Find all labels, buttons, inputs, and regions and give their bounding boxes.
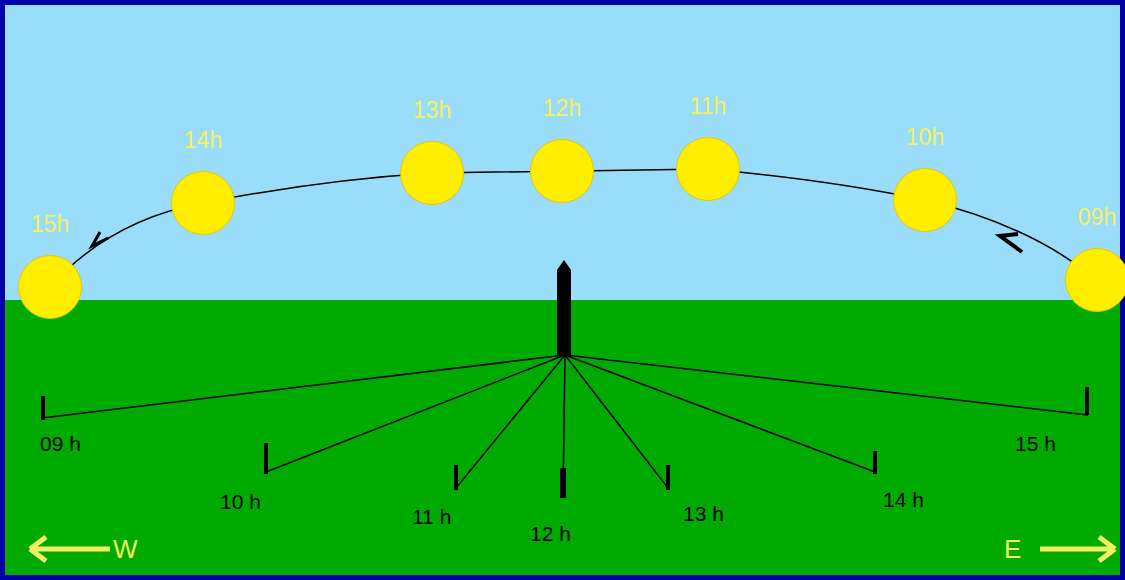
sun-position: 12h <box>530 139 594 203</box>
direction-label: W <box>113 534 138 565</box>
sun-position: 10h <box>893 168 957 232</box>
sun-hour-label: 15h <box>0 211 102 238</box>
shadow-ticks <box>43 387 1087 498</box>
sun-hour-label: 10h <box>873 124 977 151</box>
sun-disc <box>171 171 235 235</box>
sun-disc <box>676 137 740 201</box>
sun-hour-label: 11h <box>656 93 760 120</box>
shadow-hour-label: 13 h <box>683 502 724 526</box>
sun-hour-label: 12h <box>510 95 614 122</box>
sun-position: 14h <box>171 171 235 235</box>
shadow-hour-label: 11 h <box>412 505 451 529</box>
west-arrow <box>30 537 110 561</box>
sun-disc <box>1065 248 1125 312</box>
sun-position: 09h <box>1065 248 1125 312</box>
sun-hour-label: 13h <box>380 97 484 124</box>
frame <box>3 3 1123 578</box>
shadow-hour-label: 10 h <box>220 490 261 514</box>
sun-disc <box>893 168 957 232</box>
sun-disc <box>400 141 464 205</box>
path-arrow <box>92 232 108 246</box>
shadow-hour-label: 15 h <box>1015 432 1056 456</box>
shadow-hour-label: 12 h <box>530 522 571 546</box>
sun-position: 15h <box>18 255 82 319</box>
gnomon-pole <box>557 260 571 356</box>
shadow-lines <box>42 355 1088 497</box>
sky <box>0 0 1125 300</box>
east-arrow <box>1040 537 1115 561</box>
sun-hour-label: 09h <box>1045 204 1125 231</box>
shadow-hour-label: 14 h <box>883 488 924 512</box>
shadow-hour-label: 09 h <box>40 432 81 456</box>
sun-position: 11h <box>676 137 740 201</box>
direction-label: E <box>1004 534 1021 565</box>
sun-disc <box>530 139 594 203</box>
sun-position: 13h <box>400 141 464 205</box>
sun-hour-label: 14h <box>151 127 255 154</box>
sun-disc <box>18 255 82 319</box>
path-arrow <box>1000 234 1022 252</box>
